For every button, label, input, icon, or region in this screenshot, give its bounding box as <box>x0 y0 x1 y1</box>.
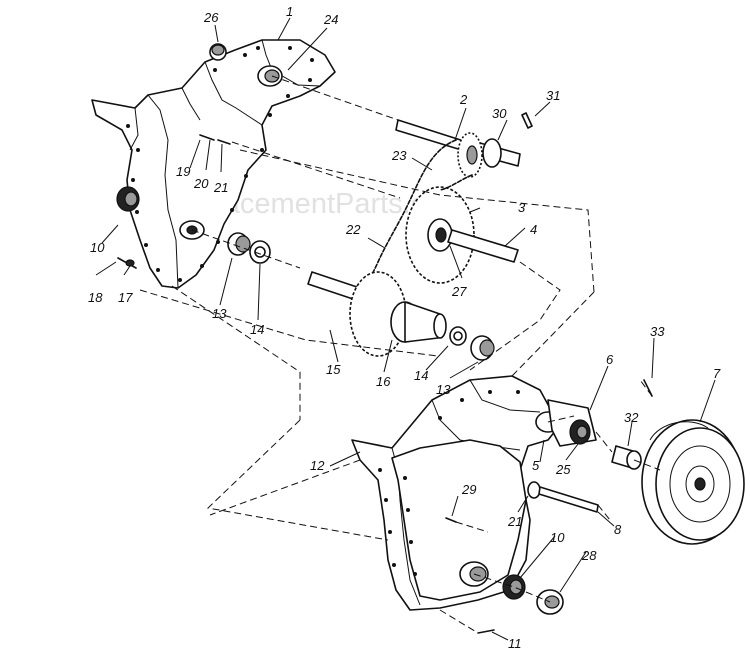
callout-8: 8 <box>614 522 622 537</box>
screw-and-washer <box>117 257 137 269</box>
upper-sprocket <box>457 132 483 178</box>
bottom-screw <box>477 629 495 634</box>
callout-7: 7 <box>713 366 721 381</box>
callout-26: 26 <box>203 10 219 25</box>
seal-lower <box>502 574 526 600</box>
bearing-and-spacer-right <box>449 326 495 361</box>
seal-left <box>116 186 140 212</box>
callout-20: 20 <box>193 176 209 191</box>
right-housing-half <box>351 375 561 611</box>
bearing-and-spacer-left <box>227 232 271 264</box>
callout-27: 27 <box>451 284 467 299</box>
callout-11: 11 <box>508 636 522 651</box>
callout-31: 31 <box>546 88 560 103</box>
large-sprocket <box>405 186 475 284</box>
callout-14-left: 14 <box>250 322 264 337</box>
short-shaft <box>447 229 519 263</box>
callout-21-upper: 21 <box>213 180 228 195</box>
callout-1: 1 <box>286 4 293 19</box>
callout-2: 2 <box>459 92 468 107</box>
bolt-long <box>527 481 599 513</box>
chain-tensioner <box>547 399 597 447</box>
callout-29: 29 <box>461 482 476 497</box>
callout-10-left: 10 <box>90 240 105 255</box>
pulley <box>641 419 745 545</box>
callout-12: 12 <box>310 458 325 473</box>
small-screw <box>199 134 231 145</box>
callout-15: 15 <box>326 362 341 377</box>
callout-4: 4 <box>530 222 537 237</box>
callout-6: 6 <box>606 352 614 367</box>
callout-labels: 1 2 3 4 5 6 7 8 10 10 11 12 13 13 14 14 … <box>88 4 721 651</box>
lower-sprocket <box>307 271 447 357</box>
callout-13-right: 13 <box>436 382 451 397</box>
callout-16: 16 <box>376 374 391 389</box>
assembly-lines <box>139 75 661 634</box>
callout-23: 23 <box>391 148 407 163</box>
callout-14-right: 14 <box>414 368 428 383</box>
callout-17: 17 <box>118 290 133 305</box>
side-screw <box>445 517 457 523</box>
callout-18: 18 <box>88 290 103 305</box>
callout-10-lower: 10 <box>550 530 565 545</box>
cap <box>209 43 227 61</box>
callout-30: 30 <box>492 106 507 121</box>
callout-13-left: 13 <box>212 306 227 321</box>
callout-22: 22 <box>345 222 361 237</box>
callout-3: 3 <box>518 200 526 215</box>
callout-28: 28 <box>581 548 597 563</box>
upper-shaft <box>395 112 533 168</box>
callout-25: 25 <box>555 462 571 477</box>
leader-lines <box>95 17 716 641</box>
callout-32: 32 <box>624 410 639 425</box>
callout-21-lower: 21 <box>507 514 522 529</box>
callout-33: 33 <box>650 324 665 339</box>
pulley-screw <box>643 379 653 397</box>
callout-19: 19 <box>176 164 190 179</box>
callout-24: 24 <box>323 12 338 27</box>
callout-5: 5 <box>532 458 540 473</box>
spacer <box>611 445 642 470</box>
